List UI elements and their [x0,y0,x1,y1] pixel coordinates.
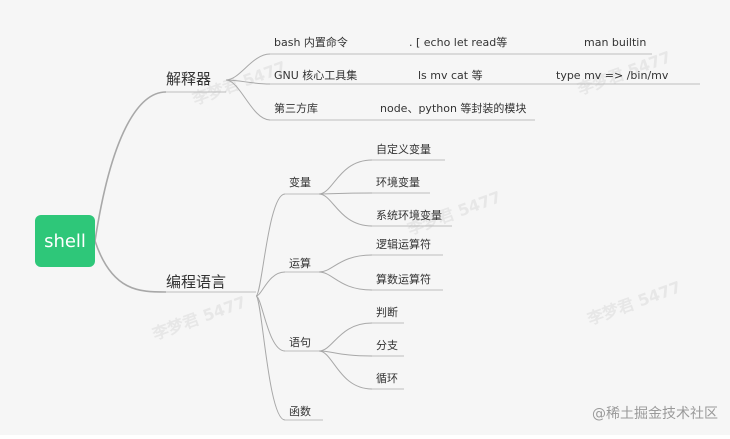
connector-line [225,53,271,81]
connector-line [225,79,271,85]
item-statements: 语句 [289,336,311,349]
connector-line [318,254,373,273]
item-functions: 函数 [289,405,311,418]
connector-line [255,193,286,297]
footer-credit: @稀土掘金技术社区 [592,406,718,422]
item-judgment: 判断 [376,305,398,319]
item-bash-builtin-extra: man builtin [584,36,646,49]
item-loop: 循环 [376,372,398,385]
connector-line [255,295,286,352]
node-underlines [166,53,700,421]
item-environment-variable: 环境变量 [376,175,420,189]
branch-label-programming-language: 编程语言 [166,273,226,291]
item-system-environment-variable: 系统环境变量 [376,208,442,222]
connector-line [94,240,167,293]
connector-line [318,271,373,291]
watermark: 李梦君 5477 [149,292,249,344]
item-gnu-coreutils-extra: type mv => /bin/mv [556,69,669,82]
connector-line [318,322,373,352]
connector-line [94,91,167,242]
connector-line [318,193,373,227]
connector-line [255,271,286,297]
connector-line [318,350,373,357]
branch-label-interpreter: 解释器 [166,70,211,88]
item-operations: 运算 [289,256,311,270]
item-gnu-coreutils: GNU 核心工具集 [274,68,357,82]
connector-line [255,295,286,421]
item-custom-variable: 自定义变量 [376,142,431,156]
watermark-layer: 李梦君 5477 李梦君 5477 李梦君 5477 李梦君 5477 李梦君 … [149,47,684,344]
item-arithmetic-operator: 算数运算符 [376,272,431,286]
item-bash-builtin-detail: . [ echo let read等 [409,35,507,49]
item-third-party: 第三方库 [274,101,318,115]
root-node-label: shell [44,231,86,252]
item-branch: 分支 [376,339,398,352]
interpreter-labels: bash 内置命令 . [ echo let read等 man builtin… [274,35,669,115]
branch-labels: 解释器 编程语言 [166,70,226,291]
item-variables: 变量 [289,175,311,189]
root-node: shell [35,215,95,267]
language-labels: 变量 运算 语句 函数 自定义变量 环境变量 系统环境变量 逻辑运算符 算数运算… [289,142,442,418]
watermark: 李梦君 5477 [584,277,684,329]
connector-line [318,350,373,390]
connector-line [318,192,373,195]
item-gnu-coreutils-detail: ls mv cat 等 [418,68,483,82]
root-node-box [35,215,95,267]
connector-line [318,159,373,195]
item-bash-builtin: bash 内置命令 [274,35,348,49]
item-logic-operator: 逻辑运算符 [376,237,431,251]
mind-map-links [94,53,373,421]
item-third-party-detail: node、python 等封装的模块 [380,101,526,115]
connector-line [225,79,271,121]
